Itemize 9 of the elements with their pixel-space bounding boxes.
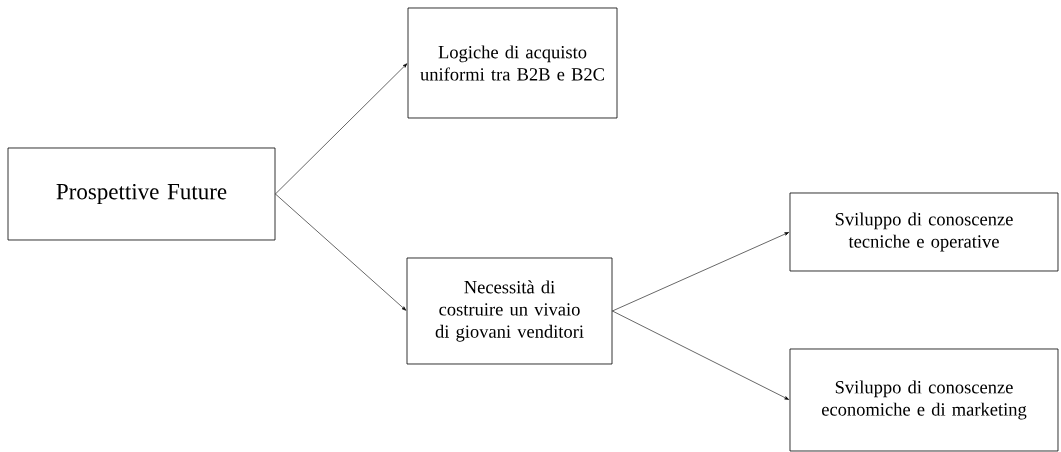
text-box: Prospettive Future <box>7 147 276 241</box>
text-box: Sviluppo di conoscenze economiche e di marketing <box>789 348 1059 452</box>
text-box: Logiche di acquisto uniformi tra B2B e B2C <box>407 7 618 119</box>
arrow <box>612 310 790 400</box>
arrow <box>275 193 407 311</box>
text-box: Necessità di costruire un vivaio di giovani venditori <box>406 257 613 365</box>
text-box: Sviluppo di conoscenze tecniche e operative <box>789 192 1059 272</box>
arrow <box>612 232 790 312</box>
arrow <box>275 63 408 195</box>
